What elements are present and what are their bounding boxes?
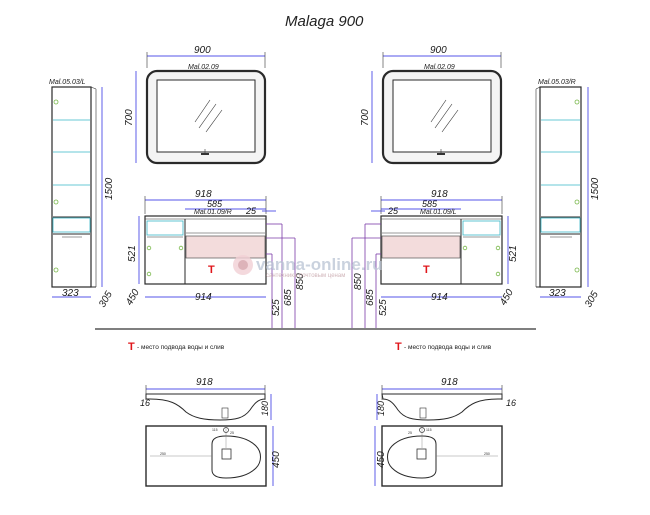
watermark-site: vanna-online.ru bbox=[256, 255, 383, 274]
tiny-dim-4: 250 bbox=[484, 452, 490, 456]
dim-basin-depth: 450 bbox=[271, 451, 282, 468]
hinge-icon bbox=[53, 99, 59, 105]
right-column-body bbox=[539, 86, 582, 288]
right-note-t: T bbox=[395, 341, 402, 353]
dim-basin-width: 918 bbox=[196, 377, 213, 388]
dim-column-depth: 305 bbox=[97, 289, 115, 309]
left-mirror-glass bbox=[156, 79, 256, 153]
left-vanity-label: Mal.01.09/R bbox=[194, 209, 232, 216]
dim-mirror-width: 900 bbox=[194, 45, 211, 56]
dim-column-height-right: 1500 bbox=[590, 177, 601, 200]
dim-vanity-offset-right: 25 bbox=[387, 206, 399, 216]
dim-basin-depth-right: 450 bbox=[376, 451, 387, 468]
dim-basin-height: 180 bbox=[260, 401, 270, 416]
dim-basin-width-right: 918 bbox=[441, 377, 458, 388]
left-basin-profile bbox=[145, 393, 266, 421]
dim-850: 850 bbox=[295, 273, 306, 290]
right-column-cabinet: Mal.05.03/R 1500 323 305 bbox=[535, 79, 601, 310]
left-basin-section: 918 16 180 250 115 25 450 bbox=[140, 377, 282, 487]
right-vanity-label: Mal.01.09/L bbox=[420, 209, 457, 216]
dim-vanity-inner-right: 585 bbox=[422, 199, 438, 209]
hinge-icon bbox=[178, 245, 184, 251]
tiny-dim-5: 115 bbox=[426, 428, 432, 432]
tiny-dim-6: 25 bbox=[408, 431, 412, 435]
dim-column-height: 1500 bbox=[104, 177, 115, 200]
dim-vanity-width-right: 918 bbox=[431, 189, 448, 200]
left-mirror-label: Mal.02.09 bbox=[188, 64, 219, 71]
dim-mirror-width-right: 900 bbox=[430, 45, 447, 56]
drain-icon bbox=[416, 448, 427, 460]
left-column-body bbox=[51, 86, 92, 288]
left-note-t: T bbox=[128, 341, 135, 353]
hinge-icon bbox=[574, 199, 580, 205]
right-mirror: 900 Mal.02.09 700 bbox=[360, 45, 503, 165]
dim-vanity-height-right: 521 bbox=[508, 245, 519, 262]
dim-vanity-inner: 585 bbox=[207, 199, 223, 209]
dim-column-width-right: 323 bbox=[549, 288, 566, 299]
dim-vanity-base: 914 bbox=[195, 292, 212, 303]
hinge-icon bbox=[53, 267, 59, 273]
dim-850-right: 850 bbox=[353, 273, 364, 290]
hinge-icon bbox=[462, 245, 468, 251]
dim-685-right: 685 bbox=[365, 289, 376, 306]
hinge-icon bbox=[146, 245, 152, 251]
left-column-cabinet: Mal.05.03/L 1500 323 305 bbox=[49, 79, 115, 310]
right-column-label: Mal.05.03/R bbox=[538, 79, 576, 86]
watermark-tagline: сантехника почтовым ценам bbox=[266, 273, 345, 279]
dim-525-right: 525 bbox=[378, 299, 389, 316]
dim-vanity-depth: 450 bbox=[124, 287, 142, 307]
left-vanity-drawer bbox=[185, 235, 266, 259]
right-mirror-label: Mal.02.09 bbox=[424, 64, 455, 71]
right-basin-section: 918 16 180 250 115 25 450 bbox=[374, 377, 516, 487]
hinge-icon bbox=[574, 267, 580, 273]
right-vanity-supply-mark: T bbox=[423, 264, 430, 276]
hinge-icon bbox=[574, 99, 580, 105]
left-basin-bowl bbox=[211, 435, 261, 479]
right-basin-profile bbox=[381, 393, 503, 421]
dim-vanity-base-right: 914 bbox=[431, 292, 448, 303]
hinge-icon bbox=[495, 245, 501, 251]
dim-basin-edge-right: 16 bbox=[506, 398, 516, 408]
right-vanity-drawer bbox=[381, 235, 461, 259]
right-basin-bowl bbox=[387, 435, 437, 479]
tiny-dim-2: 115 bbox=[212, 428, 218, 432]
dim-basin-edge: 16 bbox=[140, 398, 150, 408]
left-supply-note: T - место подвода воды и слив bbox=[128, 341, 225, 353]
sheet-title: Malaga 900 bbox=[285, 13, 364, 30]
left-note-text: - место подвода воды и слив bbox=[137, 344, 225, 351]
dim-vanity-offset: 25 bbox=[245, 206, 257, 216]
right-mirror-glass bbox=[392, 79, 492, 153]
dim-vanity-width: 918 bbox=[195, 189, 212, 200]
hinge-icon bbox=[495, 271, 501, 277]
tiny-dim-1: 250 bbox=[160, 452, 166, 456]
hinge-icon bbox=[146, 271, 152, 277]
left-vanity-supply-mark: T bbox=[208, 264, 215, 276]
drain-icon bbox=[221, 448, 232, 460]
dim-column-depth-right: 305 bbox=[583, 289, 601, 309]
dim-column-width: 323 bbox=[62, 288, 79, 299]
right-note-text: - место подвода воды и слив bbox=[404, 344, 492, 351]
hinge-icon bbox=[53, 199, 59, 205]
dim-685: 685 bbox=[283, 289, 294, 306]
right-supply-note: T - место подвода воды и слив bbox=[395, 341, 492, 353]
dim-vanity-height: 521 bbox=[127, 245, 138, 262]
dim-basin-height-right: 180 bbox=[376, 401, 386, 416]
left-vanity: 918 585 Mal.01.09/R 25 T 521 450 914 525… bbox=[124, 189, 306, 328]
left-column-label: Mal.05.03/L bbox=[49, 79, 86, 86]
watermark: vanna-online.ru сантехника почтовым цена… bbox=[233, 255, 383, 279]
dim-mirror-height-right: 700 bbox=[360, 109, 371, 126]
dim-mirror-height: 700 bbox=[124, 109, 135, 126]
right-vanity: 918 585 25 Mal.01.09/L T 521 450 914 850… bbox=[351, 189, 519, 328]
tiny-dim-3: 25 bbox=[230, 431, 234, 435]
left-mirror: 900 Mal.02.09 700 bbox=[124, 45, 267, 165]
dim-525: 525 bbox=[271, 299, 282, 316]
